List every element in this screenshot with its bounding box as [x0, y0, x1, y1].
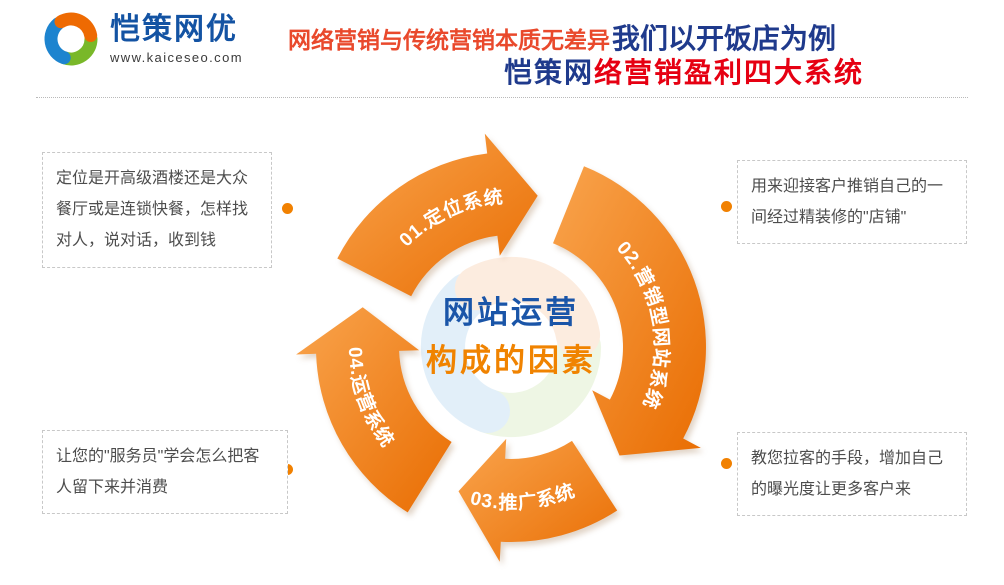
cycle-segments [296, 133, 706, 562]
title-line1-red: 网络营销与传统营销本质无差异 [288, 27, 610, 53]
cycle-segment-04 [296, 307, 452, 513]
title-line2-blue: 恺策网 [504, 57, 595, 88]
callout-top-right: 用来迎接客户推销自己的一间经过精装修的"店铺" [737, 160, 967, 245]
connector-dot [282, 203, 293, 214]
logo[interactable]: 恺策网优 www.kaiceseo.com [42, 10, 243, 68]
brand-name: 恺策网优 [110, 13, 238, 47]
title-line-1: 网络营销与传统营销本质无差异我们以开饭店为例 [288, 22, 836, 56]
diagram-center-title: 网站运营 构成的因素 [426, 289, 596, 385]
callout-bottom-left: 让您的"服务员"学会怎么把客人留下来并消费 [42, 430, 288, 515]
logo-icon [44, 12, 98, 66]
title-line1-blue: 我们以开饭店为例 [612, 23, 837, 54]
cycle-segment-03 [458, 438, 618, 562]
cycle-segment-02 [553, 166, 706, 456]
title-line2-red: 络营销盈利四大系统 [594, 57, 865, 88]
brand-website[interactable]: www.kaiceseo.com [110, 49, 243, 65]
callout-text: 定位是开高级酒楼还是大众餐厅或是连锁快餐，怎样找对人，说对话，收到钱 [56, 170, 249, 250]
title-line-2: 恺策网络营销盈利四大系统 [504, 56, 864, 90]
center-title-line1: 网站运营 [443, 294, 579, 330]
callout-text: 教您拉客的手段，增加自己的曝光度让更多客户来 [751, 450, 944, 499]
callout-text: 让您的"服务员"学会怎么把客人留下来并消费 [56, 448, 260, 497]
center-title-line2: 构成的因素 [426, 343, 596, 378]
callout-top-left: 定位是开高级酒楼还是大众餐厅或是连锁快餐，怎样找对人，说对话，收到钱 [42, 152, 272, 268]
callout-text: 用来迎接客户推销自己的一间经过精装修的"店铺" [751, 178, 944, 227]
callout-bottom-right: 教您拉客的手段，增加自己的曝光度让更多客户来 [737, 432, 967, 517]
watermark-logo-icon [420, 256, 602, 438]
connector-dot [721, 201, 732, 212]
logo-text: 恺策网优 www.kaiceseo.com [110, 13, 243, 65]
connector-dot [721, 458, 732, 469]
cycle-segment-01 [337, 133, 538, 297]
dotted-divider [36, 97, 968, 98]
